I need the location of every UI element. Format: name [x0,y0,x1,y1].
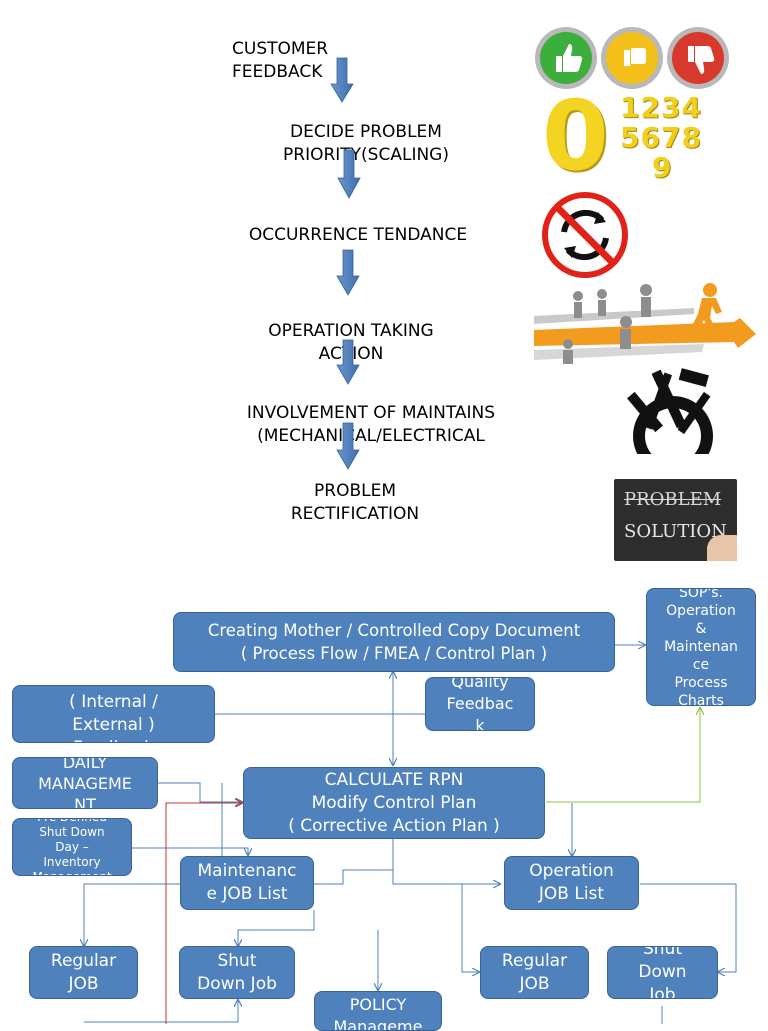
daily-management-text: DAILY MANAGEME NT [38,757,132,809]
predefined-shutdown-box: Pre Defined Shut Down Day – Inventory Ma… [12,818,132,876]
step-occurrence-tendance: OCCURRENCE TENDANCE [228,224,488,247]
regular-job-text-1: Regular JOB [50,950,117,994]
digits-row-2: 5678 [620,121,702,154]
maintenance-job-list-box: Maintenanc e JOB List [180,856,314,910]
down-arrow-4 [336,339,360,385]
policy-management-box: POLICY Manageme nt [314,991,442,1031]
customer-feedback-box: Customer ( Internal / External ) Feedbac… [12,685,215,743]
chalkboard-solution-text: SOLUTION [624,521,727,542]
regular-job-box-1: Regular JOB [29,946,138,999]
step-problem-rectification-text: PROBLEM RECTIFICATION [290,481,420,524]
step-involvement-maintains: INVOLVEMENT OF MAINTAINS (MECHANICAL/ELE… [222,402,520,448]
down-arrow-1 [330,57,354,103]
step-occurrence-tendance-text: OCCURRENCE TENDANCE [248,225,468,245]
shutdown-job-text-1: Shut Down Job [197,950,277,994]
down-arrow-2 [337,149,361,199]
flow-arrows [330,57,361,470]
operation-job-list-text: Operation JOB List [529,861,614,904]
sops-box: SOP's. Operation & Maintenan ce Process … [646,588,756,706]
predefined-shutdown-text: Pre Defined Shut Down Day – Inventory Ma… [32,819,111,875]
regular-job-box-2: Regular JOB [480,946,589,999]
step-involvement-maintains-text: INVOLVEMENT OF MAINTAINS (MECHANICAL/ELE… [246,403,496,446]
step-decide-priority: DECIDE PROBLEM PRIORITY(SCALING) [256,121,476,167]
shutdown-job-box-2: Shut Down Job [607,946,718,999]
shutdown-job-text-2: Shut Down Job [638,946,687,999]
problem-solution-chalkboard: PROBLEM SOLUTION [614,479,737,561]
step-customer-feedback: CUSTOMER FEEDBACK [232,38,362,84]
no-repeat-sign-icon [542,192,628,278]
mother-document-text: Creating Mother / Controlled Copy Docume… [207,621,581,663]
digits-scale-image: 0 1234 5678 9 [542,88,712,186]
feedback-thumbs-icon [535,27,729,89]
tools-gear-icon [618,368,728,460]
down-arrow-5 [336,422,360,470]
step-decide-priority-text: DECIDE PROBLEM PRIORITY(SCALING) [283,122,449,165]
down-arrow-3 [336,249,360,296]
step-customer-feedback-text: CUSTOMER FEEDBACK [232,39,329,82]
calculate-rpn-box: CALCULATE RPN Modify Control Plan ( Corr… [243,767,545,839]
calculate-rpn-text: CALCULATE RPN Modify Control Plan ( Corr… [288,769,500,836]
operation-job-list-box: Operation JOB List [504,856,639,910]
mother-document-box: Creating Mother / Controlled Copy Docume… [173,612,615,672]
big-zero-digit: 0 [542,80,609,192]
quality-feedback-text: Quality Feedbac k [446,677,514,731]
hand-with-chalk [707,535,737,561]
policy-management-text: POLICY Manageme nt [333,995,423,1031]
regular-job-text-2: Regular JOB [501,950,568,994]
quality-feedback-box: Quality Feedbac k [425,677,535,731]
chalkboard-problem-text: PROBLEM [624,489,722,510]
digits-row-3: 9 [652,151,672,184]
step-problem-rectification: PROBLEM RECTIFICATION [270,480,440,526]
race-runners-icon [534,283,756,364]
shutdown-job-box-1: Shut Down Job [179,946,295,999]
customer-feedback-text: Customer ( Internal / External ) Feedbac… [69,686,158,742]
maintenance-job-list-text: Maintenanc e JOB List [197,861,297,904]
sops-text: SOP's. Operation & Maintenan ce Process … [664,588,738,706]
digits-row-1: 1234 [620,91,702,124]
daily-management-box: DAILY MANAGEME NT [12,757,158,809]
